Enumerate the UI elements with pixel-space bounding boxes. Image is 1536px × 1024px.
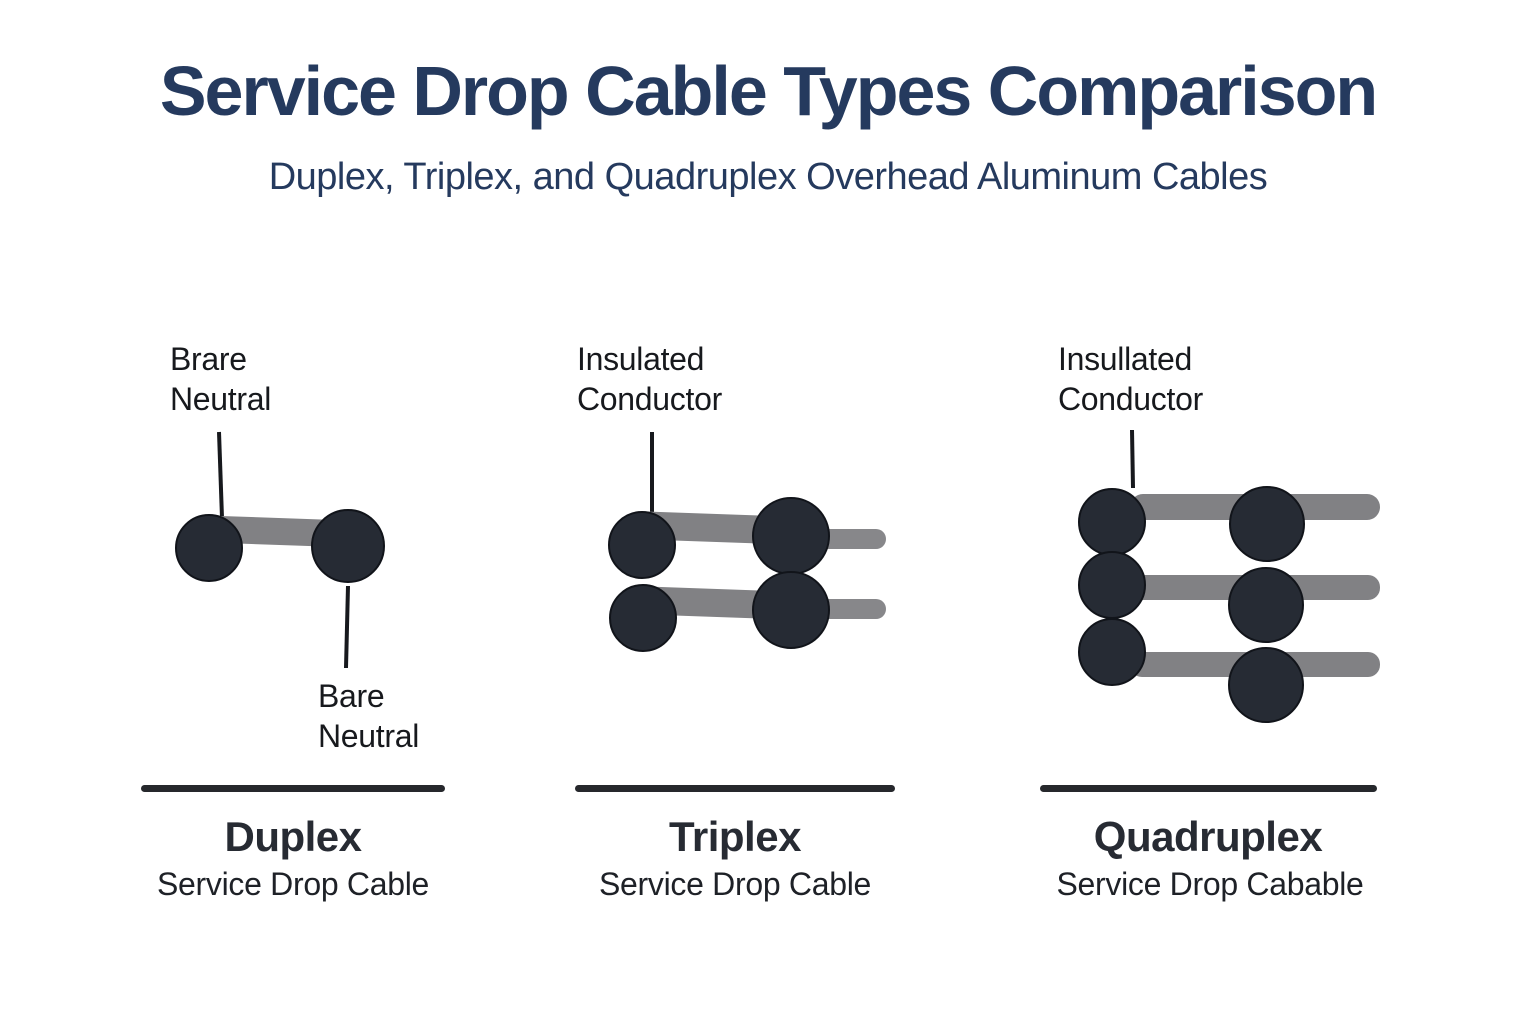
- conductor-circle: [175, 514, 243, 582]
- section-divider: [141, 785, 445, 792]
- section-divider: [575, 785, 895, 792]
- annotation-leader-line: [1130, 429, 1135, 489]
- annotation-line2: Conductor: [577, 381, 722, 417]
- annotation-label-insulated-conductor: Insulated Conductor: [577, 339, 722, 419]
- section-caption: Service Drop Cable: [156, 866, 430, 902]
- annotation-label-brare-neutral: Brare Neutral: [170, 339, 271, 419]
- page-title: Service Drop Cable Types Comparison: [159, 52, 1378, 130]
- conductor-circle: [608, 511, 676, 579]
- annotation-line1: Insullated: [1058, 341, 1192, 377]
- annotation-line1: Bare: [318, 678, 385, 714]
- conductor-circle: [752, 571, 830, 649]
- section-name: Duplex: [224, 813, 362, 860]
- duplex-cable-diagram: [175, 431, 385, 669]
- annotation-line2: Neutral: [318, 718, 420, 754]
- quadruplex-cable-diagram: [1078, 429, 1380, 723]
- conductor-circle: [752, 497, 830, 575]
- section-caption: Service Drop Cabable: [1056, 866, 1364, 902]
- annotation-line1: Brare: [170, 341, 247, 377]
- annotation-leader-line: [217, 431, 224, 519]
- conductor-circle: [1078, 618, 1146, 686]
- conductor-circle: [609, 584, 677, 652]
- conductor-circle: [1228, 647, 1304, 723]
- annotation-leader-line: [344, 585, 350, 669]
- annotation-line1: Insulated: [577, 341, 705, 377]
- annotation-label-insullated-conductor: Insullated Conductor: [1058, 339, 1203, 419]
- section-name: Quadruplex: [1093, 813, 1323, 860]
- conductor-circle: [1078, 551, 1146, 619]
- conductor-circle: [1229, 486, 1305, 562]
- conductor-circle: [311, 509, 385, 583]
- conductor-circle: [1078, 488, 1146, 556]
- conductor-circle: [1228, 567, 1304, 643]
- annotation-label-bare-neutral: Bare Neutral: [318, 676, 419, 756]
- page-subtitle: Duplex, Triplex, and Quadruplex Overhead…: [268, 156, 1268, 198]
- section-divider: [1040, 785, 1377, 792]
- section-caption: Service Drop Cable: [598, 866, 872, 902]
- annotation-line2: Conductor: [1058, 381, 1203, 417]
- triplex-cable-diagram: [608, 432, 886, 652]
- section-name: Triplex: [669, 813, 801, 860]
- annotation-line2: Neutral: [170, 381, 272, 417]
